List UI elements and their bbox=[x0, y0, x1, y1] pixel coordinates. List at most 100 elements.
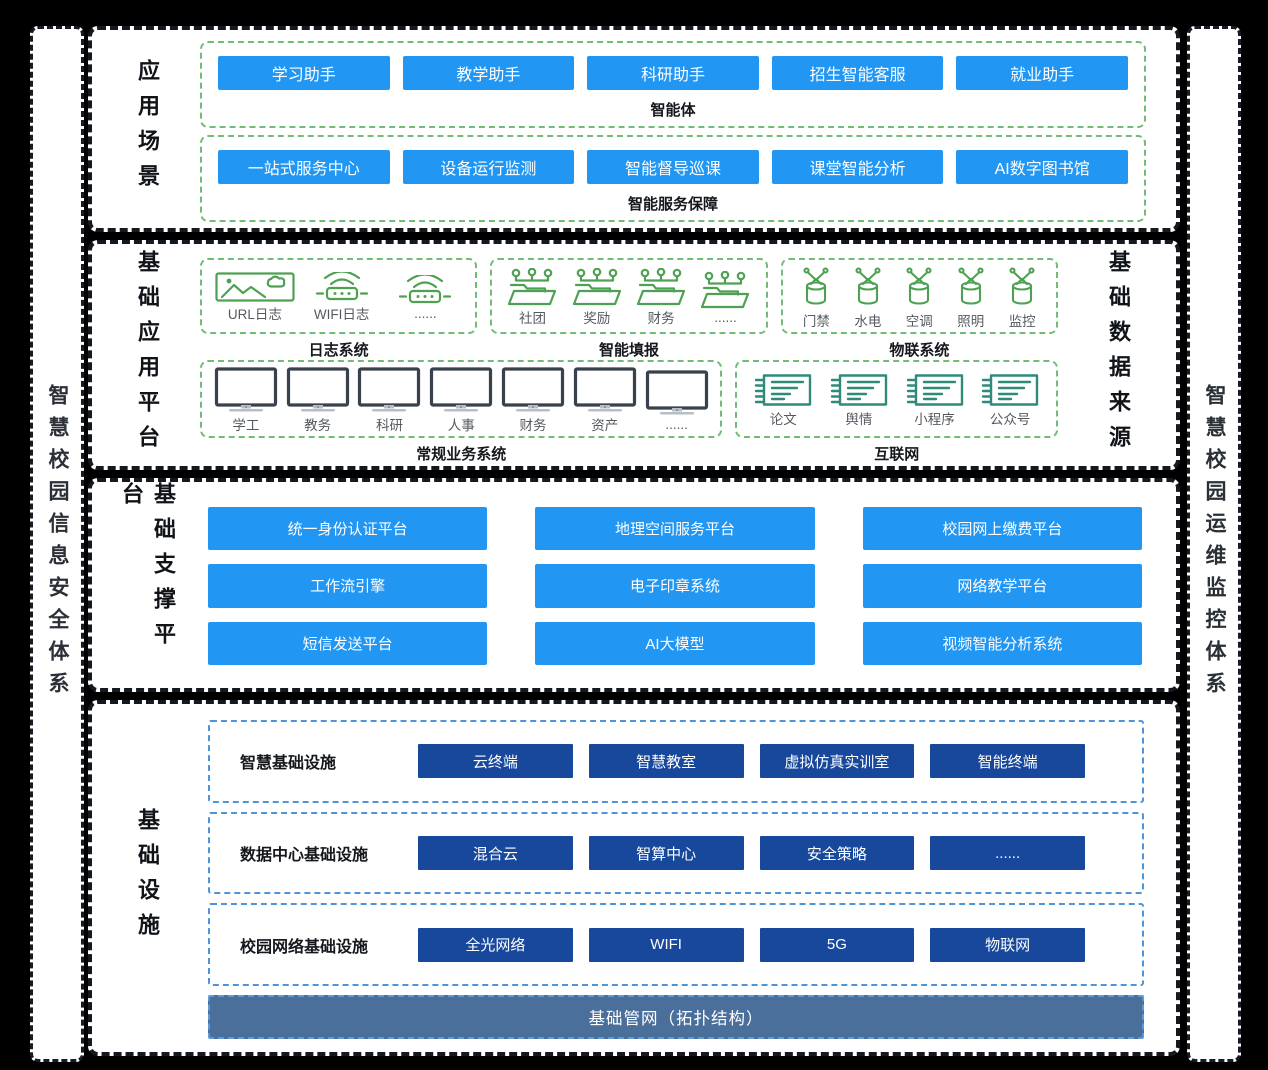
internet-group: 论文 舆情 小程序 公 bbox=[735, 360, 1058, 464]
node-workflow-engine[interactable]: 工作流引擎 bbox=[208, 564, 488, 608]
node-more-ellipsis[interactable]: ...... bbox=[930, 836, 1085, 870]
log-system-box: URL日志 WIFI日志 ...... bbox=[200, 258, 478, 334]
node-ai-large-model[interactable]: AI大模型 bbox=[535, 621, 815, 665]
list-item: ...... bbox=[700, 270, 750, 325]
folder-users-icon bbox=[700, 270, 750, 309]
agents-group-box: 学习助手 教学助手 科研助手 招生智能客服 就业助手 智能体 bbox=[200, 41, 1146, 128]
node-employment-assistant[interactable]: 就业助手 bbox=[956, 56, 1128, 90]
list-item: URL日志 bbox=[215, 272, 295, 323]
node-wifi[interactable]: WIFI bbox=[588, 927, 744, 962]
smart-filing-box: 社团 奖励 财务 .. bbox=[490, 258, 768, 334]
folder-users-icon bbox=[507, 268, 557, 306]
monitor-icon bbox=[501, 367, 565, 413]
node-basic-pipe-network[interactable]: 基础管网（拓扑结构） bbox=[208, 995, 1144, 1040]
node-ai-class-inspection[interactable]: 智能督导巡课 bbox=[587, 150, 759, 184]
list-item: ...... bbox=[388, 274, 462, 321]
smart-filing-group: 社团 奖励 财务 .. bbox=[490, 258, 768, 360]
icon-label: 教务 bbox=[304, 418, 332, 433]
infrastructure-title: 基础设施 bbox=[135, 808, 160, 948]
node-campus-online-payment[interactable]: 校园网上缴费平台 bbox=[862, 507, 1142, 551]
node-smart-classroom[interactable]: 智慧教室 bbox=[588, 744, 744, 779]
node-vr-training-room[interactable]: 虚拟仿真实训室 bbox=[759, 744, 915, 779]
application-groups: 学习助手 教学助手 科研助手 招生智能客服 就业助手 智能体 一站式服务中心 设… bbox=[200, 41, 1146, 222]
monitor-icon bbox=[357, 367, 421, 413]
folder-users-icon bbox=[572, 268, 622, 306]
folder-users-icon bbox=[636, 268, 686, 306]
icon-label: 奖励 bbox=[583, 311, 611, 326]
list-item: 奖励 bbox=[572, 268, 622, 327]
list-item: 水电 bbox=[854, 265, 882, 330]
application-scenarios-panel: 应用场景 学习助手 教学助手 科研助手 招生智能客服 就业助手 智能体 一站式服… bbox=[88, 26, 1180, 232]
security-system-sidebar: 智慧校园信息安全体系 bbox=[30, 26, 84, 1062]
node-security-policy[interactable]: 安全策略 bbox=[759, 836, 915, 870]
list-item: 教务 bbox=[286, 367, 350, 434]
node-classroom-analysis[interactable]: 课堂智能分析 bbox=[771, 150, 944, 184]
node-cloud-terminal[interactable]: 云终端 bbox=[418, 744, 573, 779]
network-infrastructure-label: 校园网络基础设施 bbox=[240, 938, 369, 956]
node-iot-network[interactable]: 物联网 bbox=[930, 927, 1085, 962]
basic-support-platform-panel: 基础支撑平台 统一身份认证平台 地理空间服务平台 校园网上缴费平台 工作流引擎 … bbox=[88, 478, 1180, 692]
security-system-label: 智慧校园信息安全体系 bbox=[46, 384, 69, 704]
icon-label: 监控 bbox=[1008, 314, 1036, 329]
support-platform-grid: 统一身份认证平台 地理空间服务平台 校园网上缴费平台 工作流引擎 电子印章系统 … bbox=[208, 507, 1142, 665]
application-scenarios-title: 应用场景 bbox=[135, 59, 160, 199]
list-item: 监控 bbox=[1008, 265, 1036, 330]
iot-device-icon bbox=[802, 265, 830, 309]
node-admissions-ai-service[interactable]: 招生智能客服 bbox=[771, 56, 944, 90]
list-item: 财务 bbox=[501, 367, 565, 434]
node-electronic-seal-system[interactable]: 电子印章系统 bbox=[535, 564, 815, 608]
node-geospatial-service-platform[interactable]: 地理空间服务平台 bbox=[535, 507, 815, 551]
node-hybrid-cloud[interactable]: 混合云 bbox=[418, 836, 573, 870]
diagram-main-column: 应用场景 学习助手 教学助手 科研助手 招生智能客服 就业助手 智能体 一站式服… bbox=[88, 26, 1180, 1056]
icon-label: 水电 bbox=[854, 314, 882, 329]
node-smart-terminal[interactable]: 智能终端 bbox=[930, 744, 1085, 779]
icon-label: 社团 bbox=[518, 311, 546, 326]
notebook-icon bbox=[905, 373, 965, 407]
basic-support-platform-title: 基础支撑平台 bbox=[119, 482, 176, 657]
icon-label: 科研 bbox=[375, 418, 403, 433]
icon-label: URL日志 bbox=[227, 307, 282, 322]
list-item: ...... bbox=[645, 369, 709, 432]
business-systems-caption: 常规业务系统 bbox=[416, 446, 507, 463]
icon-label: 资产 bbox=[591, 418, 619, 433]
smart-infrastructure-label: 智慧基础设施 bbox=[240, 755, 337, 773]
notebook-icon bbox=[980, 373, 1040, 407]
node-one-stop-service[interactable]: 一站式服务中心 bbox=[218, 150, 390, 184]
node-sms-platform[interactable]: 短信发送平台 bbox=[208, 621, 488, 665]
node-learning-assistant[interactable]: 学习助手 bbox=[218, 56, 390, 90]
icon-label: 空调 bbox=[905, 314, 933, 329]
icon-label: 公众号 bbox=[989, 412, 1031, 427]
icon-label: ...... bbox=[665, 416, 688, 432]
iot-device-icon bbox=[1008, 265, 1036, 309]
list-item: 财务 bbox=[636, 268, 686, 327]
node-5g[interactable]: 5G bbox=[759, 927, 915, 962]
node-research-assistant[interactable]: 科研助手 bbox=[587, 56, 759, 90]
node-all-optical-network[interactable]: 全光网络 bbox=[418, 927, 573, 962]
node-online-teaching-platform[interactable]: 网络教学平台 bbox=[862, 564, 1142, 608]
node-video-analysis-system[interactable]: 视频智能分析系统 bbox=[862, 621, 1142, 665]
network-infrastructure-row: 校园网络基础设施 全光网络 WIFI 5G 物联网 bbox=[208, 903, 1144, 987]
node-ai-digital-library[interactable]: AI数字图书馆 bbox=[956, 150, 1128, 184]
icon-label: 照明 bbox=[957, 314, 985, 329]
internet-box: 论文 舆情 小程序 公 bbox=[735, 360, 1058, 438]
monitor-icon bbox=[429, 367, 493, 413]
service-guarantee-caption: 智能服务保障 bbox=[627, 196, 718, 213]
node-ai-computing-center[interactable]: 智算中心 bbox=[588, 836, 744, 870]
icon-label: 财务 bbox=[519, 418, 547, 433]
iot-system-group: 门禁 水电 空调 照明 bbox=[780, 258, 1058, 360]
image-icon bbox=[215, 272, 295, 302]
node-teaching-assistant[interactable]: 教学助手 bbox=[402, 56, 575, 90]
monitor-icon bbox=[573, 367, 637, 413]
data-source-row-2: 学工 教务 科研 人事 bbox=[200, 360, 1058, 464]
ops-monitoring-sidebar: 智慧校园运维监控体系 bbox=[1187, 26, 1241, 1062]
icon-label: 财务 bbox=[647, 311, 675, 326]
icon-label: 小程序 bbox=[914, 412, 955, 427]
node-device-monitoring[interactable]: 设备运行监测 bbox=[402, 150, 575, 184]
node-unified-identity-platform[interactable]: 统一身份认证平台 bbox=[208, 507, 488, 551]
list-item: 舆情 bbox=[829, 373, 889, 428]
smart-infrastructure-row: 智慧基础设施 云终端 智慧教室 虚拟仿真实训室 智能终端 bbox=[208, 720, 1144, 803]
list-item: 资产 bbox=[573, 367, 637, 434]
iot-system-caption: 物联系统 bbox=[889, 342, 950, 359]
icon-label: WIFI日志 bbox=[313, 307, 370, 322]
monitor-icon bbox=[214, 367, 278, 413]
